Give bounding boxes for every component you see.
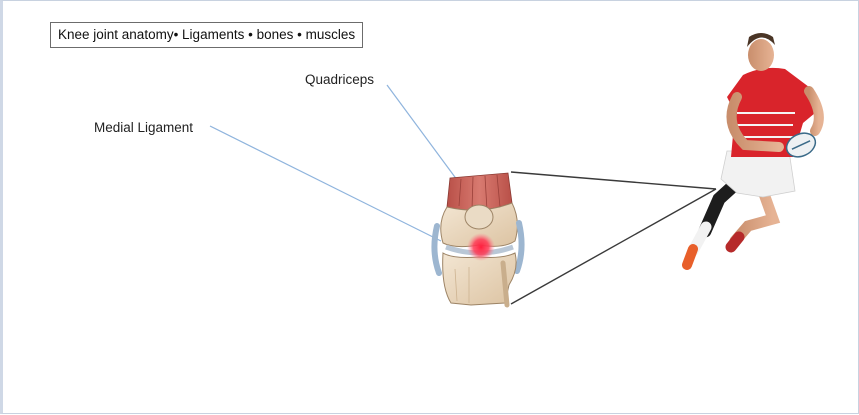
zoom-line-top — [511, 172, 716, 189]
knee-joint-illustration — [434, 173, 521, 305]
injury-highlight — [467, 233, 495, 261]
medial-ligament-pointer-line — [210, 126, 441, 241]
zoom-line-bottom — [511, 189, 716, 304]
quadriceps-pointer-line — [387, 85, 463, 188]
lateral-ligament — [517, 223, 522, 271]
patella-bone — [465, 205, 493, 229]
medial-ligament — [434, 226, 439, 273]
rugby-player-image — [687, 33, 819, 265]
diagram-graphics — [3, 1, 859, 415]
